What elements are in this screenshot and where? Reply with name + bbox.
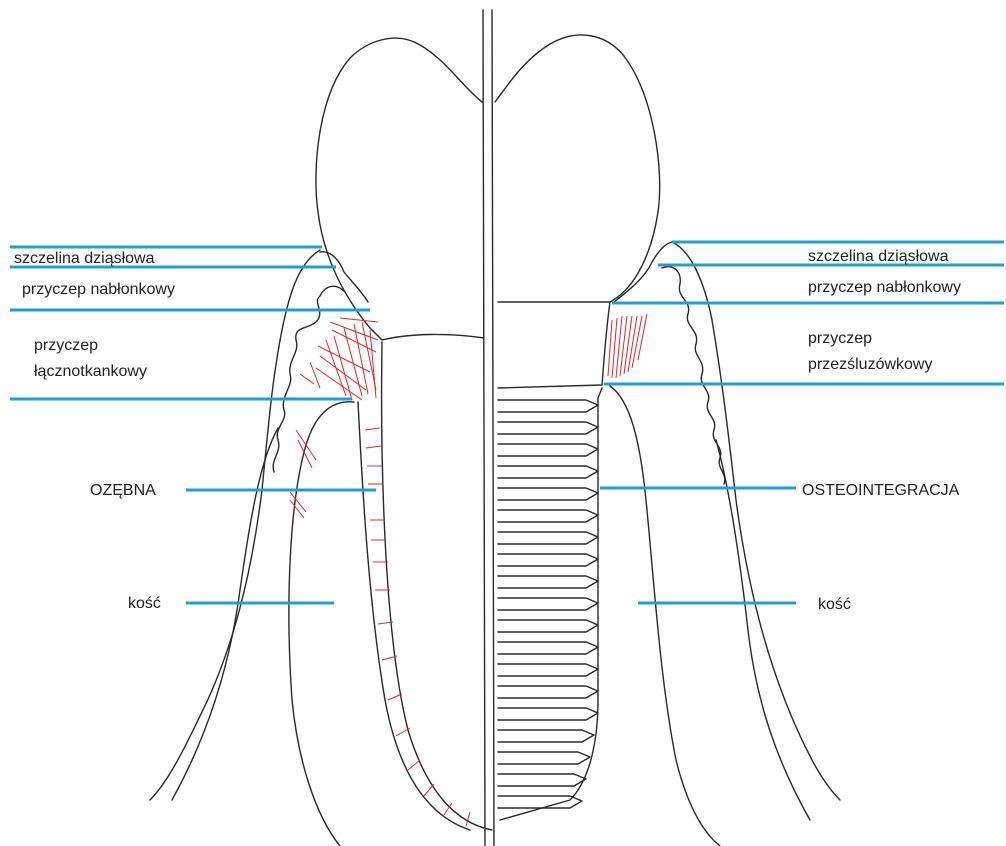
- implant-thread: [498, 664, 598, 676]
- implant-label-epithelial-attachment: przyczep nabłonkowy: [808, 279, 961, 296]
- implant-thread: [498, 400, 598, 412]
- implant-connective-fibers: [608, 314, 647, 378]
- implant-label-gingival-sulcus: szczelina dziąsłowa: [808, 248, 949, 265]
- implant-thread: [498, 730, 594, 742]
- implant-threads: [498, 400, 598, 808]
- implant-abutment: [498, 302, 610, 388]
- tooth-label-bone: kość: [128, 595, 161, 612]
- implant-epithelium-wavy: [662, 267, 725, 484]
- implant-thread: [498, 620, 598, 632]
- implant-thread: [498, 466, 598, 478]
- tooth-label-pdl: OZĘBNA: [90, 482, 156, 499]
- implant-thread: [498, 422, 598, 434]
- implant-side: [495, 35, 840, 846]
- implant-label-bone: kość: [818, 596, 851, 613]
- implant-crown: [495, 35, 660, 302]
- tooth-connective-fibers: [290, 318, 378, 518]
- center-divider: [483, 10, 494, 846]
- implant-thread: [498, 598, 598, 610]
- implant-bone-outer: [716, 440, 810, 820]
- tooth-label-epithelial-attachment: przyczep nabłonkowy: [22, 281, 175, 298]
- tooth-label-connective-1: przyczep: [34, 337, 98, 354]
- implant-label-osseointegration: OSTEOINTEGRACJA: [802, 482, 960, 499]
- tooth-crown: [316, 38, 484, 340]
- tooth-gingival-margin: [320, 252, 368, 302]
- implant-thread: [498, 444, 598, 456]
- implant-thread: [498, 642, 598, 654]
- tooth-label-connective-2: łącznotkankowy: [34, 363, 147, 380]
- tooth-bone-socket: [289, 402, 354, 846]
- implant-thread: [498, 774, 586, 786]
- implant-bone-socket: [610, 386, 720, 846]
- implant-thread: [498, 686, 598, 698]
- implant-thread: [498, 796, 582, 808]
- implant-thread: [498, 708, 598, 720]
- tooth-pdl-fibers: [365, 428, 470, 826]
- implant-thread: [498, 752, 590, 764]
- implant-gingiva-outer: [672, 242, 840, 800]
- implant-label-transmucosal-2: przezśluzówkowy: [808, 356, 932, 373]
- implant-thread: [498, 488, 598, 500]
- implant-thread: [498, 532, 598, 544]
- tooth-root: [382, 342, 492, 830]
- tooth-epithelium-wavy: [273, 286, 345, 472]
- implant-label-transmucosal-1: przyczep: [808, 330, 872, 347]
- tooth-label-gingival-sulcus: szczelina dziąsłowa: [14, 250, 155, 267]
- tooth-side: [150, 38, 492, 846]
- implant-thread: [498, 554, 598, 566]
- implant-thread: [498, 510, 598, 522]
- implant-thread: [498, 576, 598, 588]
